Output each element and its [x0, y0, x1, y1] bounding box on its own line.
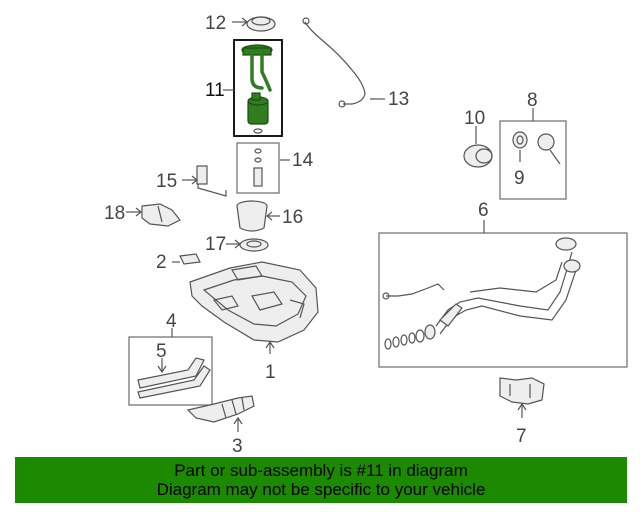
banner-line-1: Part or sub-assembly is #11 in diagram	[174, 461, 468, 480]
part-13-tube	[302, 17, 385, 108]
banner-line-2: Diagram may not be specific to your vehi…	[156, 480, 486, 499]
part-8-fuel-door-set	[499, 108, 567, 200]
callout-6: 6	[478, 200, 489, 221]
part-1-fuel-tank	[189, 261, 319, 354]
callout-18: 18	[104, 203, 125, 224]
callout-5: 5	[156, 341, 167, 362]
callout-12: 12	[205, 13, 226, 34]
callout-17: 17	[205, 234, 226, 255]
part-2-pad	[172, 253, 201, 265]
callout-8: 8	[527, 90, 538, 111]
part-18-cushion	[126, 203, 181, 227]
part-3-heat-shield	[186, 395, 255, 432]
part-7-bracket	[499, 377, 545, 418]
callout-14: 14	[292, 150, 314, 171]
part-4-strap-set	[128, 328, 213, 406]
info-banner: Part or sub-assembly is #11 in diagram D…	[15, 457, 627, 503]
callout-11: 11	[205, 80, 225, 101]
callout-15: 15	[156, 171, 177, 192]
callout-10: 10	[464, 108, 485, 129]
callout-4: 4	[166, 311, 177, 332]
callout-16: 16	[282, 207, 303, 228]
callout-7: 7	[516, 426, 527, 447]
callout-3: 3	[232, 436, 243, 456]
callout-2: 2	[156, 252, 167, 273]
part-14-filter-set	[236, 142, 290, 194]
callout-9: 9	[514, 168, 525, 189]
part-17-gasket	[226, 238, 269, 252]
callout-13: 13	[388, 89, 409, 110]
part-10-inlet-housing	[463, 126, 493, 168]
part-15-sender-gauge	[182, 165, 227, 197]
part-12-ring	[232, 16, 276, 32]
part-11-fuel-pump-assembly	[223, 39, 283, 137]
callout-1: 1	[265, 362, 276, 383]
part-6-filler-pipe-assembly	[378, 220, 628, 368]
part-16-filter-cup	[236, 200, 280, 232]
parts-diagram: 12 13 11 14 15	[104, 13, 628, 456]
